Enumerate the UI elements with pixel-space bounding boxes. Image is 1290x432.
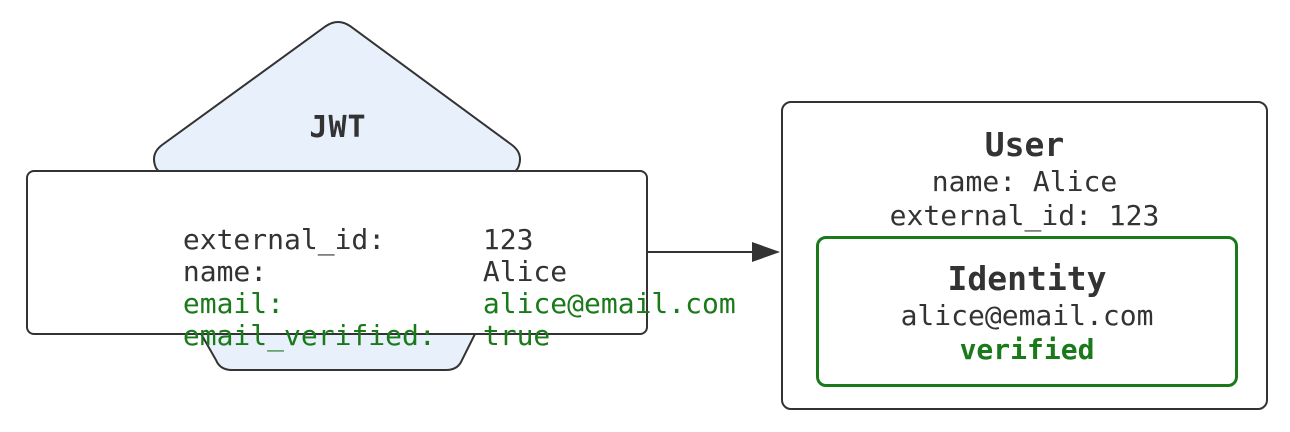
claim-key: name:: [182, 255, 268, 288]
claim-row-external-id: external_id: 123: [48, 192, 736, 256]
claim-key: external_id:: [182, 223, 386, 256]
user-box: User name: Alice external_id: 123 Identi…: [781, 101, 1268, 410]
claim-value: 123: [482, 223, 534, 256]
jwt-claims-card: external_id: 123 name: Alice email: alice@e…: [26, 170, 736, 352]
claim-value: true: [482, 319, 551, 352]
jwt-title: JWT: [309, 110, 367, 145]
claim-key: email_verified:: [182, 319, 436, 352]
user-external-id-line: external_id: 123: [889, 199, 1160, 232]
identity-verified-status: verified: [959, 333, 1095, 366]
claim-key: email:: [182, 287, 285, 320]
user-name-line: name: Alice: [931, 165, 1118, 198]
claim-value: alice@email.com: [482, 287, 736, 320]
claim-row-email-verified: email_verified: true: [48, 288, 736, 352]
claim-row-name: name: Alice: [48, 224, 736, 288]
identity-box: Identity alice@email.com verified: [816, 236, 1238, 387]
claim-row-email: email: alice@email.com: [48, 256, 736, 320]
identity-email: alice@email.com: [900, 299, 1154, 332]
claim-value: Alice: [482, 255, 568, 288]
jwt-claims-list: external_id: 123 name: Alice email: alice@e…: [48, 192, 736, 352]
user-title: User: [984, 125, 1065, 164]
identity-title: Identity: [947, 259, 1107, 298]
arrow-head-icon: [752, 242, 780, 262]
